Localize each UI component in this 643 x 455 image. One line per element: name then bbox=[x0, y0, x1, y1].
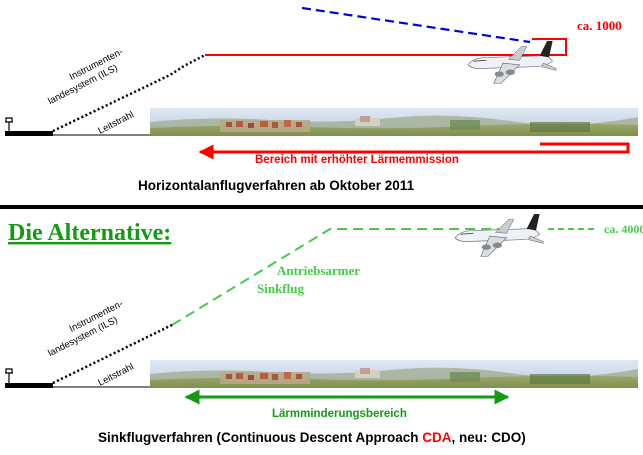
noise-reduction-label: Lärmminderungsbereich bbox=[272, 408, 407, 420]
blue-descent-path bbox=[302, 8, 530, 42]
landscape-panorama bbox=[150, 108, 638, 136]
descent-label: Antriebsarmer Sinkflug bbox=[257, 263, 363, 296]
runway-marker-icon bbox=[5, 369, 13, 384]
beam-label: Leitstrahl bbox=[96, 109, 135, 136]
top-caption: Horizontalanflugverfahren ab Oktober 201… bbox=[138, 178, 415, 193]
landscape-panorama bbox=[150, 360, 638, 388]
runway bbox=[5, 383, 53, 388]
beam-label: Leitstrahl bbox=[96, 361, 135, 388]
airplane-icon bbox=[455, 214, 543, 256]
noise-zone-label: Bereich mit erhöhter Lärmemmission bbox=[255, 154, 459, 166]
airplane-icon bbox=[468, 41, 556, 83]
noise-zone-arrow bbox=[200, 144, 628, 152]
altitude-label: ca. 4000 bbox=[604, 222, 643, 236]
alternative-heading: Die Alternative: bbox=[8, 220, 171, 246]
bottom-diagram: Die Alternative: ca. 4000 Antriebsarmer … bbox=[5, 214, 643, 445]
ils-label: Instrumenten- landesystem (ILS) bbox=[41, 45, 133, 107]
altitude-label: ca. 1000 bbox=[577, 18, 622, 33]
runway bbox=[5, 131, 53, 136]
bottom-caption: Sinkflugverfahren (Continuous Descent Ap… bbox=[98, 430, 526, 445]
top-diagram: ca. 1000 Instrumenten- landesystem (ILS)… bbox=[5, 8, 638, 193]
runway-marker-icon bbox=[5, 118, 13, 133]
section-divider bbox=[0, 205, 643, 209]
